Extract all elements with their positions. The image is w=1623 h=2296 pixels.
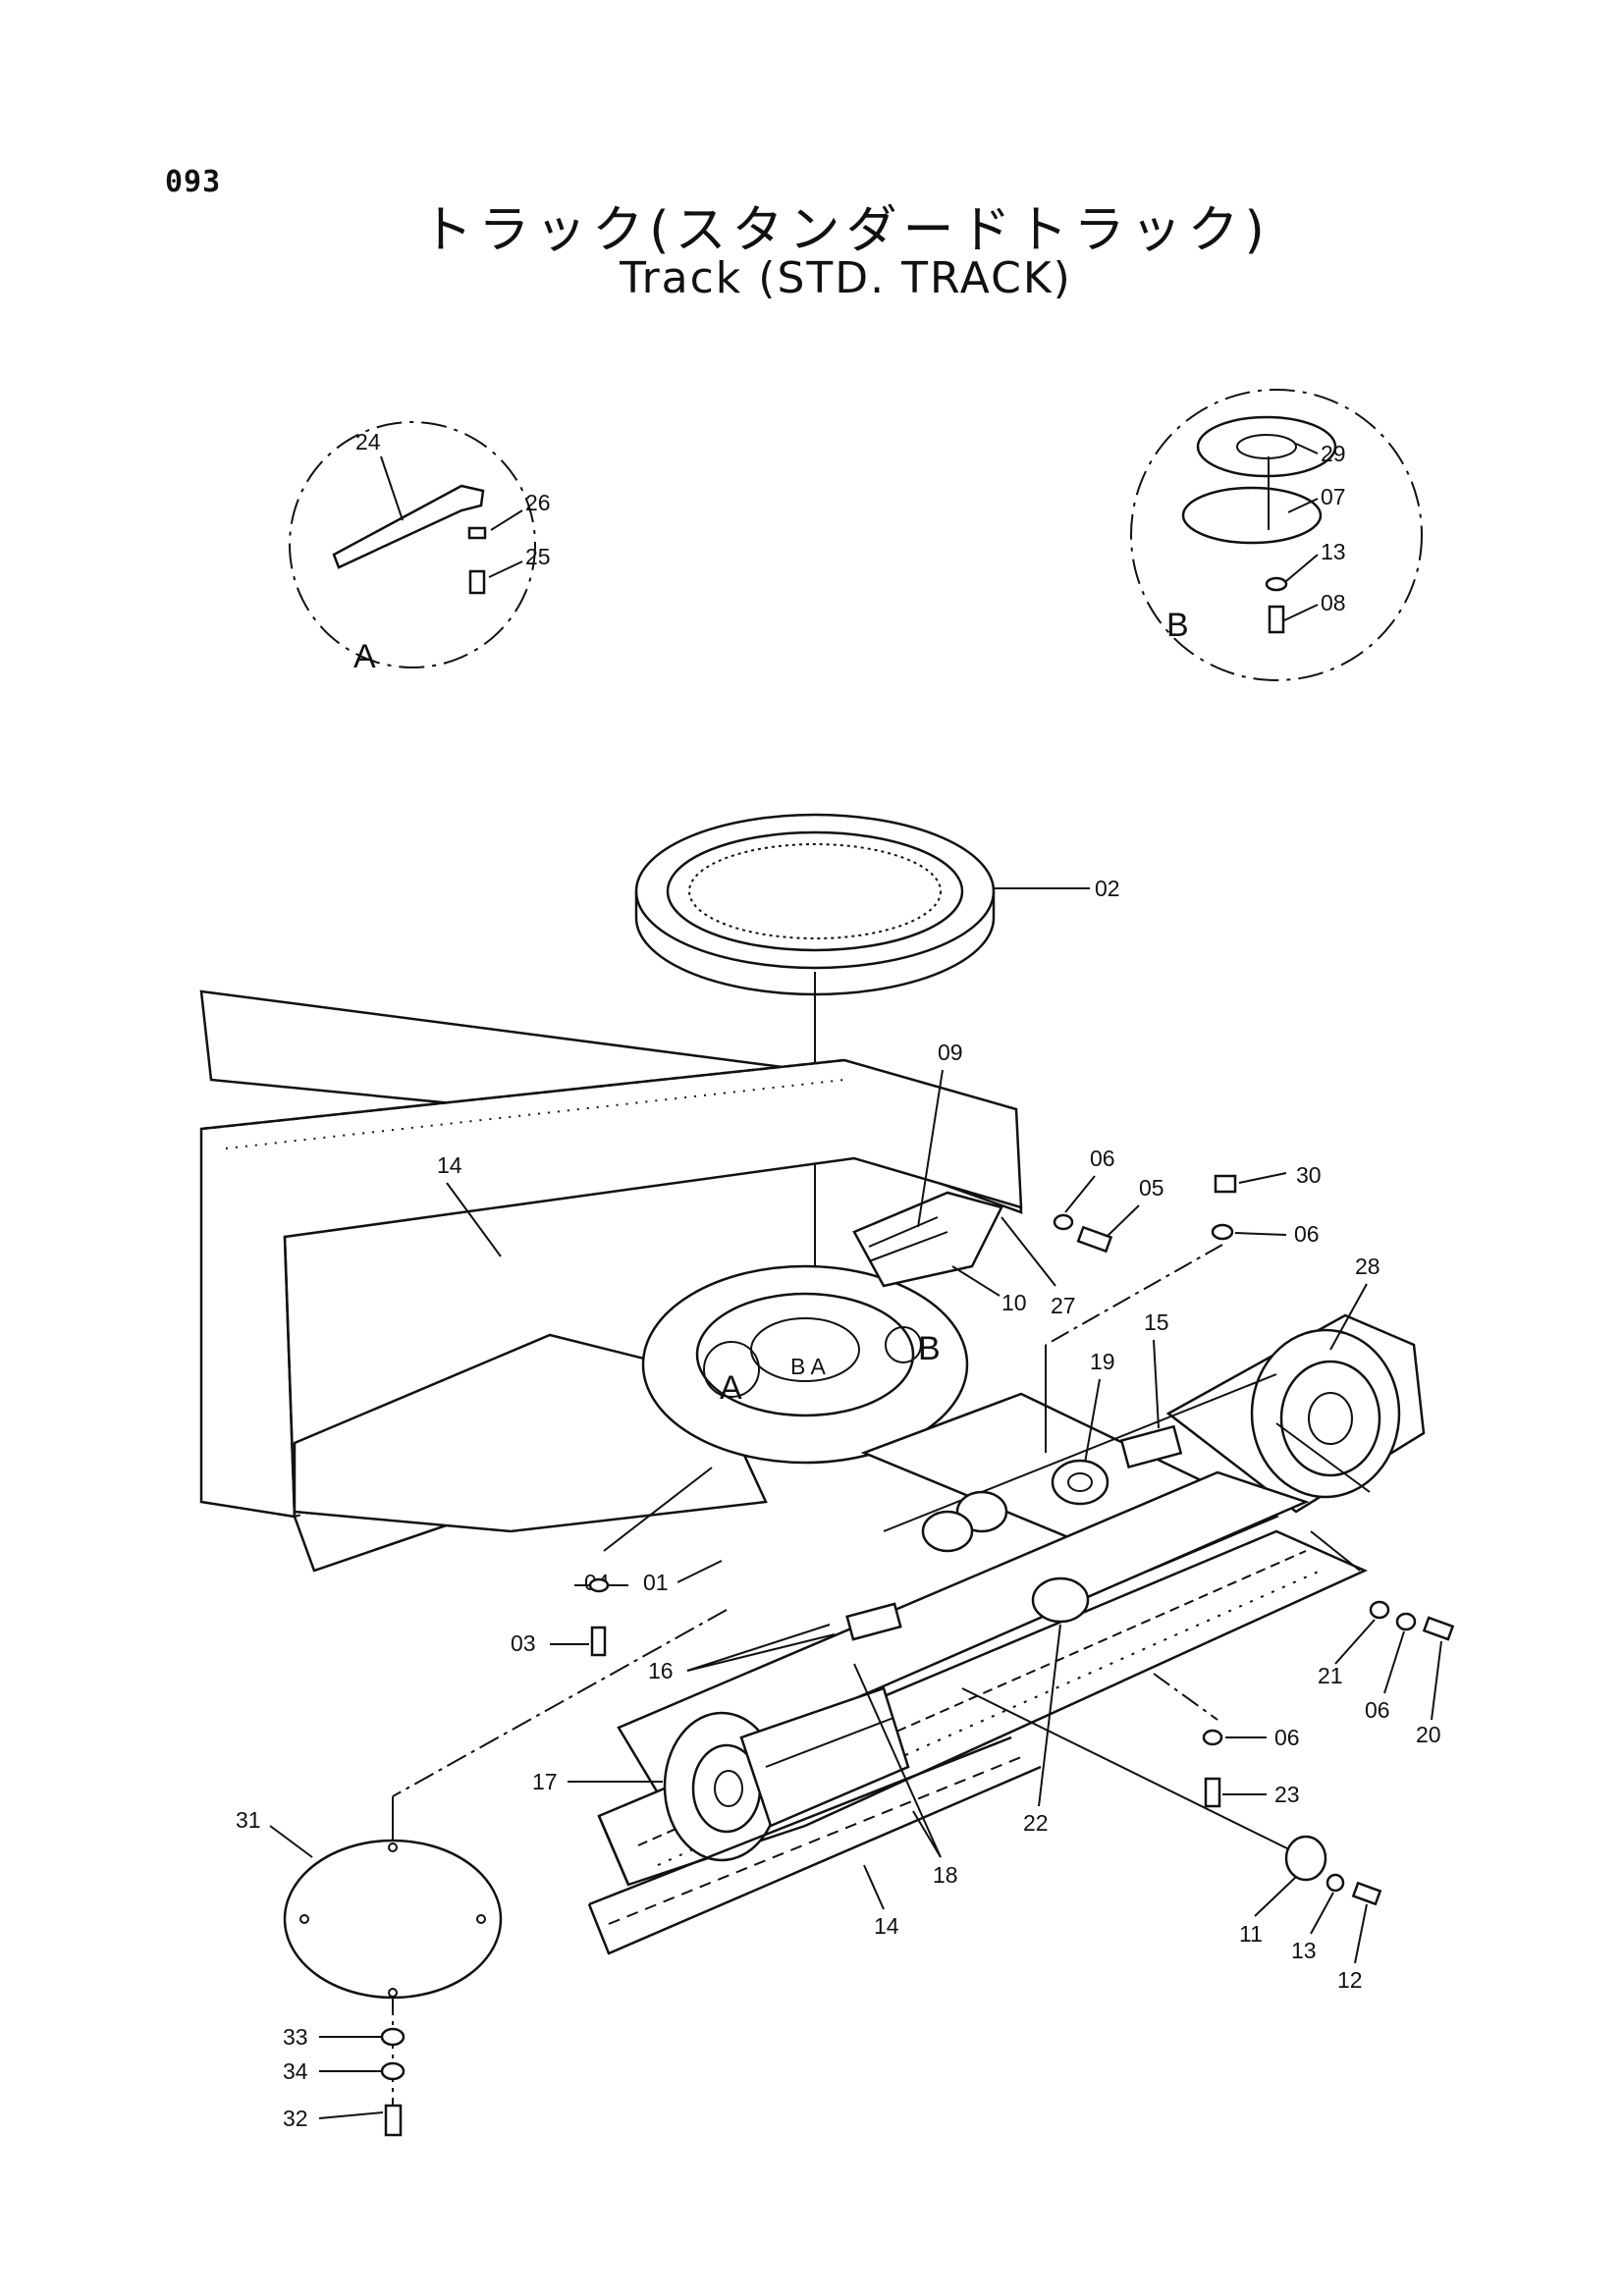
bolt-part (1268, 605, 1285, 634)
part-label-19: 19 (1090, 1349, 1115, 1374)
svg-text:B: B (918, 1330, 941, 1367)
cover-plate-31-part (283, 1839, 503, 2000)
part-label-34: 34 (283, 2058, 308, 2084)
plug-part (1214, 1174, 1237, 1194)
part-label-12: 12 (1337, 1967, 1363, 1993)
right-side-parts: 30 06 28 15 19 (1045, 1162, 1426, 1514)
detail-view-b: 29 07 13 08 B (1130, 389, 1423, 681)
part-label-03: 03 (511, 1630, 536, 1656)
bolt-part (384, 2104, 403, 2137)
part-label-30: 30 (1296, 1162, 1322, 1188)
title-japanese: トラック(スタンダードトラック) (421, 201, 1271, 260)
part-label-17: 17 (532, 1769, 558, 1794)
guard-block-part (1119, 1424, 1183, 1469)
cap-part (1284, 1835, 1327, 1882)
part-label-28: 28 (1355, 1254, 1380, 1279)
part-label-01: 01 (643, 1570, 669, 1595)
roller-part (1051, 1459, 1109, 1506)
part-label-07: 07 (1321, 484, 1346, 509)
part-label-26: 26 (525, 490, 551, 515)
carrier-roller-part (1031, 1576, 1090, 1624)
bolt-part (1422, 1616, 1455, 1641)
detail-label-b: B (1166, 607, 1189, 644)
swing-bearing-part: 02 (634, 813, 1120, 1345)
bolt-part (1076, 1225, 1113, 1254)
part-label-23: 23 (1274, 1782, 1300, 1807)
part-label-13a: 13 (1321, 539, 1346, 564)
lock-bracket-part (332, 484, 485, 569)
part-label-06b: 06 (1294, 1221, 1320, 1247)
part-label-06d: 06 (1274, 1725, 1300, 1750)
svg-text:B A: B A (790, 1354, 826, 1379)
part-label-02: 02 (1095, 876, 1120, 901)
part-label-08: 08 (1321, 590, 1346, 615)
part-label-16: 16 (648, 1658, 674, 1683)
part-label-33: 33 (283, 2024, 308, 2050)
title-english: Track (STD. TRACK) (620, 253, 1072, 303)
svg-text:A: A (720, 1369, 742, 1407)
bolt-part (1351, 1881, 1382, 1906)
washer-plate-part (1196, 415, 1337, 478)
part-label-09: 09 (938, 1040, 963, 1065)
part-label-24: 24 (355, 429, 381, 454)
bolt-part (468, 569, 486, 595)
cover-plate-assembly: 31 33 34 32 (236, 1609, 728, 2137)
part-label-21: 21 (1318, 1663, 1343, 1688)
part-label-14a: 14 (437, 1152, 462, 1178)
part-label-14b: 14 (874, 1913, 899, 1939)
part-label-13b: 13 (1291, 1938, 1317, 1963)
page-number: 093 (165, 165, 222, 199)
idler-guard-assembly: 09 10 27 06 05 (852, 1040, 1164, 1318)
right-hardware-parts: 21 06 20 06 23 11 13 12 (961, 1530, 1455, 1993)
bolt-part (1204, 1777, 1221, 1808)
part-label-18: 18 (933, 1862, 958, 1888)
part-label-25: 25 (525, 544, 551, 569)
part-label-06a: 06 (1090, 1146, 1115, 1171)
part-label-06c: 06 (1365, 1697, 1390, 1723)
detail-label-a: A (353, 638, 376, 675)
part-label-29: 29 (1321, 441, 1346, 466)
part-label-05: 05 (1139, 1175, 1164, 1201)
part-label-15: 15 (1144, 1309, 1169, 1335)
part-label-10: 10 (1001, 1290, 1027, 1315)
part-label-20: 20 (1416, 1722, 1441, 1747)
part-label-22: 22 (1023, 1810, 1049, 1836)
part-label-32: 32 (283, 2106, 308, 2131)
part-label-11: 11 (1239, 1921, 1263, 1947)
sprocket-part (1250, 1328, 1401, 1499)
detail-view-a: 24 26 25 A (289, 421, 551, 675)
front-idler-assembly: 17 18 14 22 (532, 1624, 1061, 1955)
bolt-part (590, 1626, 607, 1657)
part-label-27: 27 (1051, 1293, 1076, 1318)
part-label-31: 31 (236, 1807, 261, 1833)
cover-plate-part (1181, 486, 1323, 545)
